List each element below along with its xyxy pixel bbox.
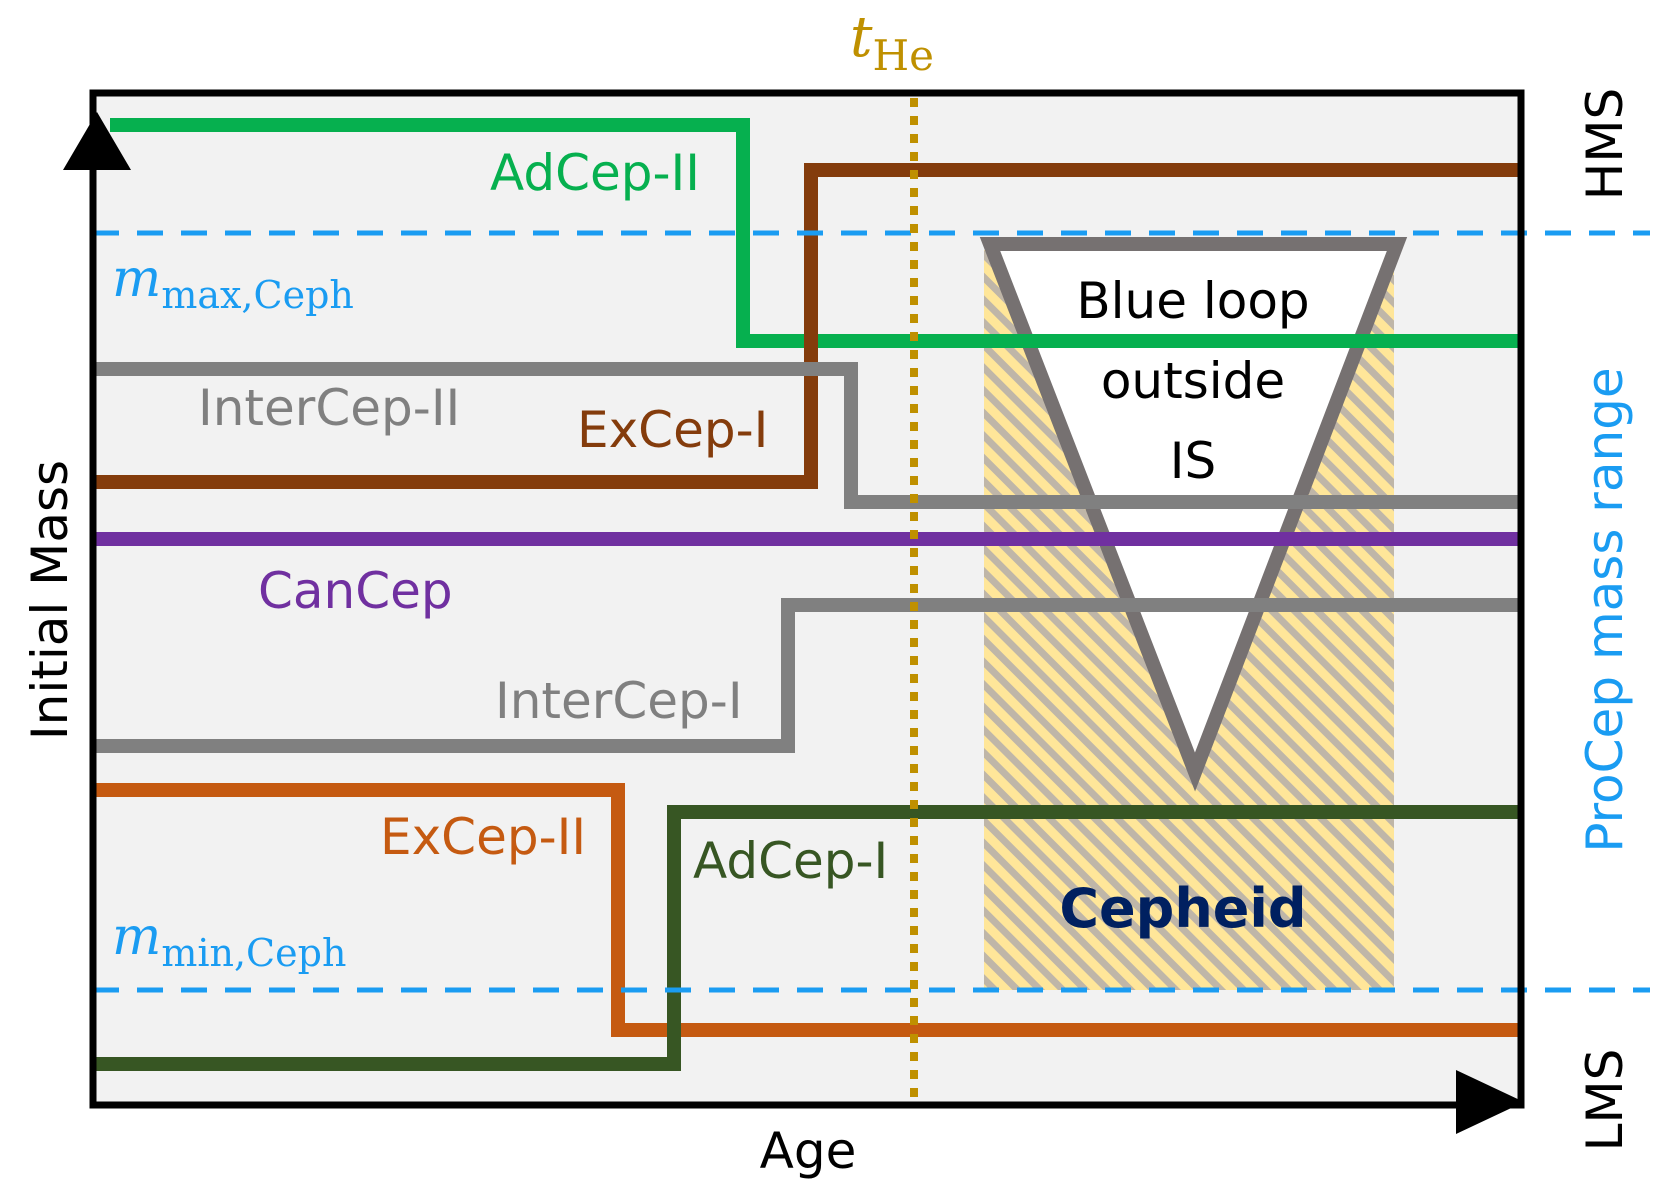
track-intercep-ii xyxy=(96,362,1521,509)
blue-loop-line3: IS xyxy=(1170,432,1216,490)
hms-label: HMS xyxy=(1576,88,1634,200)
blue-loop-line1: Blue loop xyxy=(1076,272,1309,330)
label-adcep-i: AdCep-I xyxy=(693,832,888,890)
m-max-symbol: m xyxy=(112,249,161,309)
y-axis-label: Initial Mass xyxy=(21,460,79,740)
t-he-label: tHe xyxy=(850,5,934,80)
blue-loop-line2: outside xyxy=(1101,352,1285,410)
procep-range-label: ProCep mass range xyxy=(1576,367,1634,852)
x-axis-arrow xyxy=(1456,1070,1524,1134)
m-max-subscript: max,Ceph xyxy=(161,273,354,317)
label-excep-i: ExCep-I xyxy=(577,401,768,459)
m-min-subscript: min,Ceph xyxy=(161,931,346,975)
y-axis-arrow xyxy=(63,112,131,170)
label-excep-ii: ExCep-II xyxy=(380,808,586,866)
t-he-symbol: t xyxy=(850,5,873,70)
track-adcep-i xyxy=(96,805,1521,1071)
m-min-symbol: m xyxy=(112,907,161,967)
cepheid-label: Cepheid xyxy=(1059,877,1306,940)
label-adcep-ii: AdCep-II xyxy=(490,144,700,202)
track-adcep-ii xyxy=(110,118,1521,348)
track-intercep-i xyxy=(96,598,1521,753)
label-intercep-ii: InterCep-II xyxy=(198,379,460,437)
track-excep-i xyxy=(96,163,1521,489)
t-he-subscript: He xyxy=(873,31,934,80)
label-cancep: CanCep xyxy=(258,562,453,620)
label-intercep-i: InterCep-I xyxy=(495,672,743,730)
m-max-label: mmax,Ceph xyxy=(112,249,354,317)
x-axis-label: Age xyxy=(760,1122,857,1180)
plot-frame xyxy=(89,89,1525,1109)
lms-label: LMS xyxy=(1576,1049,1634,1152)
m-min-label: mmin,Ceph xyxy=(112,907,346,975)
track-excep-ii xyxy=(96,783,1521,1037)
